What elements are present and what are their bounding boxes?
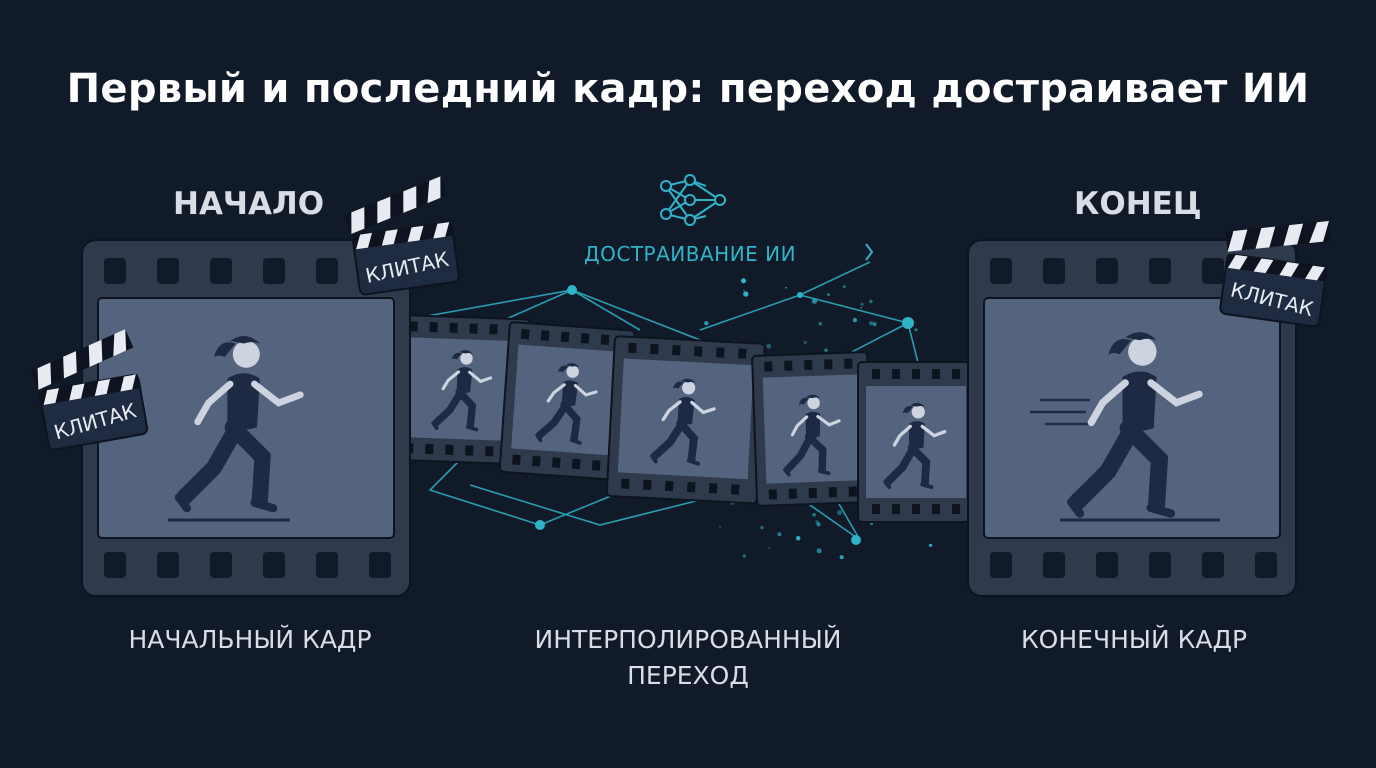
particle-dot	[914, 328, 918, 332]
film-frame-3	[605, 335, 766, 505]
particle-dot	[842, 285, 846, 289]
particle-dot	[704, 321, 709, 326]
film-frame-2	[498, 321, 636, 482]
particle-dot	[818, 322, 823, 326]
particle-dot	[869, 299, 873, 304]
particle-dot	[785, 286, 787, 289]
film-frame-5	[857, 361, 971, 523]
particle-dot	[860, 306, 863, 309]
particle-dot	[815, 520, 819, 524]
middle-caption-line1: ИНТЕРПОЛИРОВАННЫЙ	[534, 625, 842, 654]
end-heading: КОНЕЦ	[1074, 186, 1202, 222]
neural-network-icon	[660, 174, 726, 226]
particle-dot	[743, 291, 749, 297]
clapperboard-icon: КЛИТАК	[24, 327, 150, 453]
clapperboard-icon: КЛИТАК	[1213, 205, 1335, 329]
start-frame	[81, 239, 411, 597]
end-sprocket-holes	[990, 258, 1277, 578]
end-frame	[967, 239, 1297, 597]
end-caption: КОНЕЧНЫЙ КАДР	[1020, 625, 1248, 654]
particle-dot	[766, 344, 771, 349]
particle-dot	[760, 525, 764, 530]
particle-dot	[839, 555, 844, 560]
particle-dot	[777, 532, 782, 537]
particle-dot	[872, 322, 877, 327]
ai-completion-label: ДОСТРАИВАНИЕ ИИ	[584, 242, 797, 266]
page-title: Первый и последний кадр: переход достраи…	[66, 66, 1310, 112]
particle-dot	[719, 525, 722, 528]
particle-dot	[827, 293, 830, 296]
particle-dot	[742, 554, 746, 558]
particle-dot	[741, 278, 746, 284]
particle-dot	[816, 522, 821, 527]
chevron-right-icon	[865, 243, 874, 261]
particle-dot	[811, 298, 818, 304]
particle-dot	[742, 289, 745, 292]
particle-dot	[869, 321, 874, 326]
start-heading: НАЧАЛО	[173, 186, 325, 222]
particle-dot	[824, 348, 828, 352]
start-caption: НАЧАЛЬНЫЙ КАДР	[128, 625, 372, 654]
particle-dot	[860, 302, 864, 306]
interpolated-film-strip	[394, 314, 971, 523]
speed-lines	[1030, 398, 1092, 426]
particle-dot	[904, 317, 907, 320]
particle-dot	[816, 548, 822, 554]
particle-dot	[795, 536, 801, 541]
film-frame-4	[751, 351, 874, 507]
particle-dot	[803, 340, 807, 345]
particle-dot	[852, 317, 858, 323]
middle-caption: ИНТЕРПОЛИРОВАННЫЙ ПЕРЕХОД	[510, 622, 866, 694]
particle-dot	[812, 513, 816, 517]
middle-caption-line2: ПЕРЕХОД	[627, 661, 749, 690]
particle-dot	[768, 547, 771, 549]
particle-dot	[837, 510, 843, 516]
particle-dot	[929, 543, 933, 548]
start-sprocket-holes	[104, 258, 391, 578]
clapperboard-icon: КЛИТАК	[339, 174, 461, 297]
